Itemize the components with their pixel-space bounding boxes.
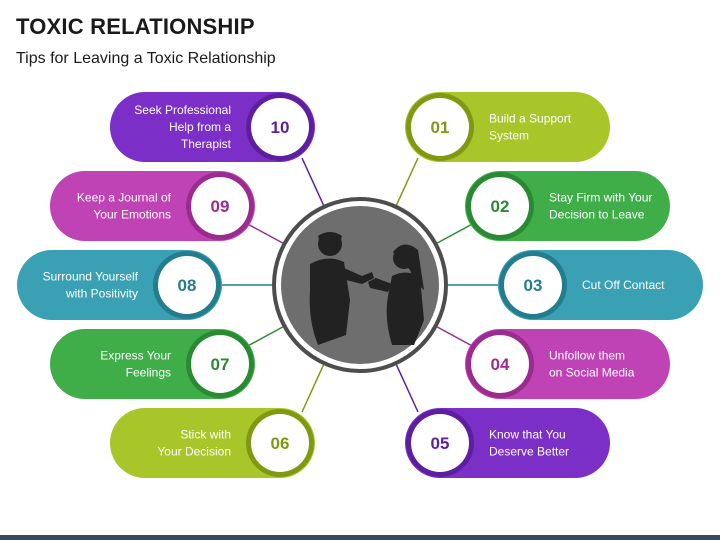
- connector-line-07: [243, 326, 284, 349]
- arguing-couple-silhouette-icon: [309, 232, 424, 345]
- tip-number-badge: [191, 177, 249, 235]
- tip-label-line: Your Decision: [157, 445, 231, 459]
- tip-label-line: Decision to Leave: [549, 208, 645, 222]
- tip-number: 09: [211, 197, 230, 216]
- tip-label-line: Know that You: [489, 428, 566, 442]
- tip-label-line: Help from a: [169, 120, 231, 134]
- tip-number-badge: [471, 177, 529, 235]
- tip-label-line: with Positivity: [65, 287, 138, 301]
- tip-label-line: Build a Support: [489, 112, 572, 126]
- tip-label-line: on Social Media: [549, 366, 635, 380]
- tip-number: 08: [178, 276, 197, 295]
- tip-label-line: Seek Professional: [134, 103, 231, 117]
- tip-label-line: Express Your: [100, 349, 171, 363]
- tip-label-line: Unfollow them: [549, 349, 625, 363]
- tip-label-line: System: [489, 129, 529, 143]
- connector-line-02: [436, 221, 477, 244]
- page-title: TOXIC RELATIONSHIP: [16, 14, 255, 39]
- tip-number: 07: [211, 355, 230, 374]
- tip-number: 10: [271, 118, 290, 137]
- tip-label-line: Deserve Better: [489, 445, 569, 459]
- tip-number: 05: [431, 434, 450, 453]
- center-node: [272, 197, 448, 373]
- tip-item-09: 09 Keep a Journal of Your Emotions: [50, 171, 255, 241]
- tip-label-line: Stick with: [180, 428, 231, 442]
- connector-line-10: [301, 157, 325, 206]
- tip-label-line: Stay Firm with Your: [549, 191, 652, 205]
- tip-number-badge: [251, 98, 309, 156]
- tip-item-08: 08 Surround Yourself with Positivity: [17, 250, 222, 320]
- tip-label-line: Your Emotions: [93, 208, 171, 222]
- tip-label-line: Therapist: [181, 137, 232, 151]
- tip-number: 03: [524, 276, 543, 295]
- connector-line-01: [395, 157, 419, 206]
- tip-label-line: Cut Off Contact: [582, 278, 665, 292]
- tip-number: 06: [271, 434, 290, 453]
- connector-line-09: [243, 221, 284, 244]
- tip-number: 02: [491, 197, 510, 216]
- bottom-accent-bar: [0, 535, 720, 540]
- tip-label-line: Surround Yourself: [43, 270, 139, 284]
- tip-item-04: 04 Unfollow them on Social Media: [465, 329, 670, 399]
- tip-number: 01: [431, 118, 450, 137]
- tip-number-badge: [411, 98, 469, 156]
- tip-number-badge: [471, 335, 529, 393]
- tip-number-badge: [504, 256, 562, 314]
- tip-number: 04: [491, 355, 510, 374]
- connector-line-06: [301, 364, 325, 413]
- connector-lines: [222, 157, 498, 413]
- tip-label-line: Feelings: [126, 366, 171, 380]
- page-subtitle: Tips for Leaving a Toxic Relationship: [16, 50, 276, 67]
- tip-number-badge: [411, 414, 469, 472]
- tip-number-badge: [158, 256, 216, 314]
- tip-number-badge: [251, 414, 309, 472]
- connector-line-04: [436, 326, 477, 349]
- connector-line-05: [395, 364, 419, 413]
- tip-label-line: Keep a Journal of: [77, 191, 172, 205]
- tip-number-badge: [191, 335, 249, 393]
- tip-item-03: 03 Cut Off Contact: [498, 250, 703, 320]
